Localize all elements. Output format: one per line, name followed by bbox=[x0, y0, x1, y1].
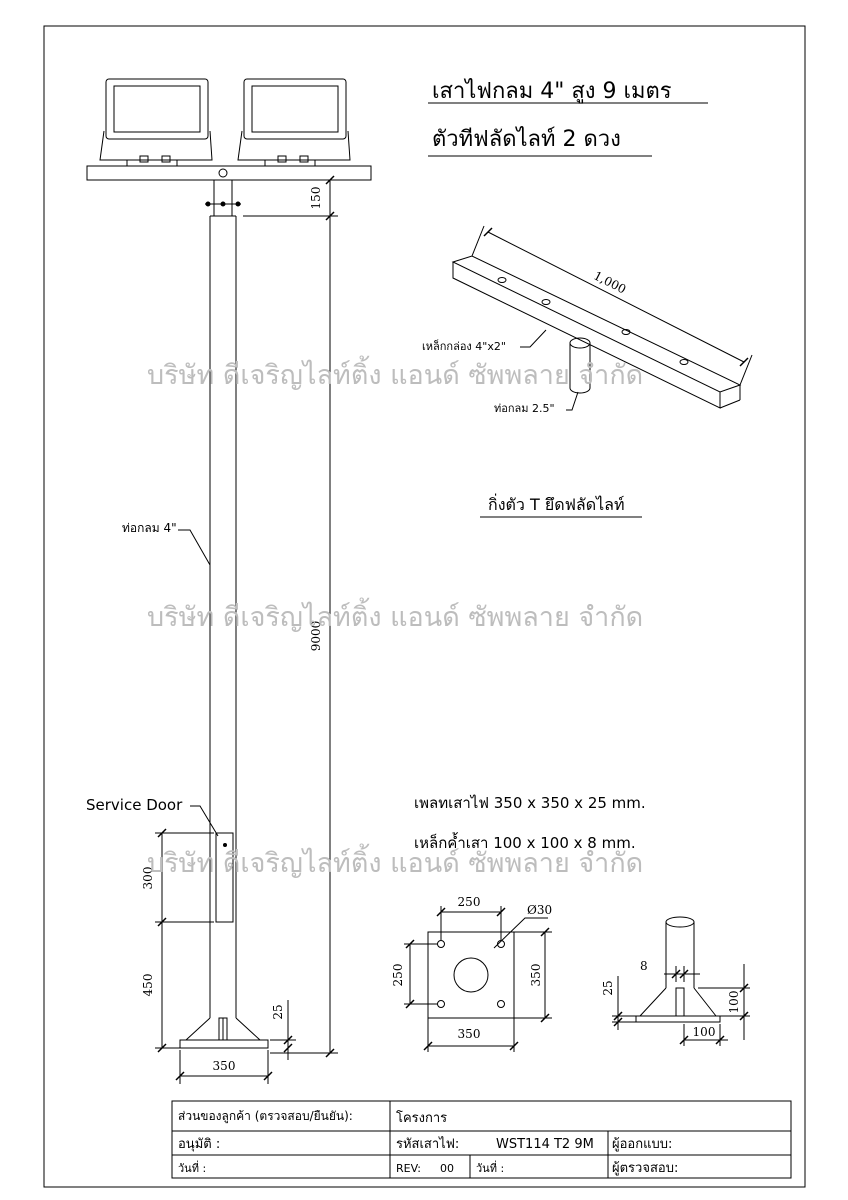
dim-door-base-label: 450 bbox=[141, 974, 155, 997]
tb-date-1: วันที่ : bbox=[178, 1160, 206, 1175]
watermark-1: บริษัท ดีเจริญไลท์ติ้ง แอนด์ ซัพพลาย จำก… bbox=[147, 355, 643, 391]
gusset-width: 100 bbox=[693, 1025, 716, 1039]
dim-plate-thk-label: 25 bbox=[271, 1004, 285, 1019]
watermark-3: บริษัท ดีเจริญไลท์ติ้ง แอนด์ ซัพพลาย จำก… bbox=[147, 843, 643, 879]
title-line-1: เสาไฟกลม 4" สูง 9 เมตร bbox=[432, 78, 672, 104]
dim-plate-thk bbox=[270, 1000, 296, 1060]
gusset-height: 100 bbox=[727, 991, 741, 1014]
title-line-2: ตัวทีฟลัดไลท์ 2 ดวง bbox=[432, 126, 621, 152]
bracket-pipe-leader bbox=[566, 391, 579, 411]
tb-designer: ผู้ออกแบบ: bbox=[612, 1137, 672, 1152]
tb-project: โครงการ bbox=[396, 1110, 447, 1126]
dim-base-width-label: 350 bbox=[213, 1059, 236, 1073]
floodlight-left bbox=[99, 78, 213, 167]
bracket-pipe-label: ท่อกลม 2.5" bbox=[494, 402, 555, 415]
dim-base-width bbox=[175, 1050, 273, 1084]
gusset-thickness: 8 bbox=[640, 959, 648, 973]
bracket-length-label: 1,000 bbox=[591, 268, 628, 296]
dim-door-label: 300 bbox=[141, 867, 155, 890]
door-lock bbox=[223, 843, 227, 847]
service-door-label: Service Door bbox=[86, 796, 183, 814]
tb-approve: อนุมัติ : bbox=[178, 1137, 220, 1152]
t-arm-crossbar bbox=[86, 165, 372, 181]
pipe-label: ท่อกลม 4" bbox=[122, 521, 177, 535]
dim-base-plate bbox=[404, 906, 552, 1052]
dim-height bbox=[243, 175, 338, 1058]
gusset-detail bbox=[635, 916, 721, 1023]
service-door bbox=[215, 832, 234, 923]
pole-base bbox=[179, 1017, 269, 1049]
bracket-box-label: เหล็กกล่อง 4"x2" bbox=[422, 339, 506, 353]
spigot bbox=[205, 179, 241, 217]
service-door-leader bbox=[190, 805, 219, 837]
plate-side-bottom: 350 bbox=[458, 1027, 481, 1041]
tb-customer: ส่วนของลูกค้า (ตรวจสอบ/ยืนยัน): bbox=[178, 1109, 353, 1124]
spec-gusset: เหล็กค้ำเสา 100 x 100 x 8 mm. bbox=[414, 832, 636, 852]
dim-bracket-length bbox=[471, 225, 753, 386]
sheet-border bbox=[43, 25, 806, 1188]
gusset-plate: 25 bbox=[601, 980, 615, 995]
floodlight-right bbox=[237, 78, 351, 167]
tb-date-2: วันที่ : bbox=[476, 1160, 504, 1175]
dim-door bbox=[155, 828, 214, 1053]
pipe-leader bbox=[178, 529, 211, 566]
bracket-caption: กิ่งตัว T ยึดฟลัดไลท์ bbox=[488, 493, 625, 514]
spec-plate: เพลทเสาไฟ 350 x 350 x 25 mm. bbox=[414, 794, 646, 812]
hole-spacing-left: 250 bbox=[391, 964, 405, 987]
pole-shaft bbox=[209, 215, 237, 1018]
crossbar-hole bbox=[218, 168, 228, 178]
bracket-box-leader bbox=[520, 329, 547, 348]
dim-gusset bbox=[612, 964, 750, 1046]
hole-dia: Ø30 bbox=[527, 903, 552, 917]
tb-checker: ผู้ตรวจสอบ: bbox=[612, 1161, 678, 1176]
title-block bbox=[171, 1100, 792, 1179]
watermark-2: บริษัท ดีเจริญไลท์ติ้ง แอนด์ ซัพพลาย จำก… bbox=[147, 597, 643, 633]
tb-rev-label: REV: bbox=[396, 1162, 421, 1175]
tb-code-label: รหัสเสาไฟ: bbox=[396, 1136, 459, 1152]
tb-rev-value: 00 bbox=[440, 1162, 454, 1175]
tb-code-value: WST114 T2 9M bbox=[496, 1137, 594, 1152]
dim-top-label: 150 bbox=[309, 187, 323, 210]
dim-height-label: 9000 bbox=[309, 621, 323, 652]
base-plate-plan bbox=[427, 931, 515, 1019]
plate-side-right: 350 bbox=[529, 964, 543, 987]
hole-spacing-top: 250 bbox=[458, 895, 481, 909]
